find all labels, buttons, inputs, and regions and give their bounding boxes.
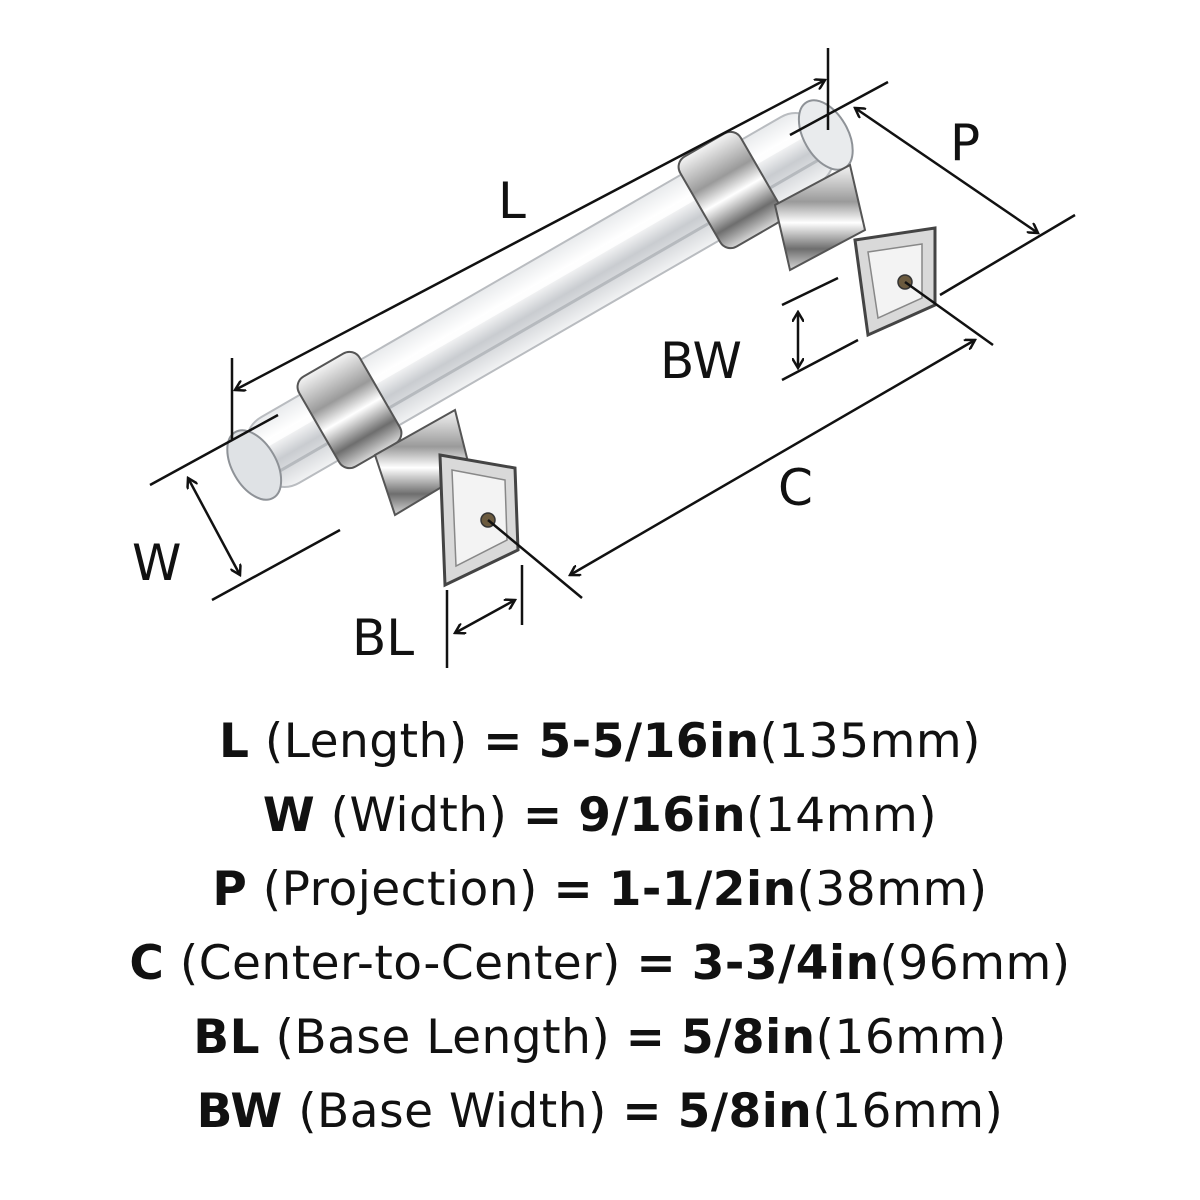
spec-equals: = bbox=[522, 788, 563, 843]
spec-name: (Projection) bbox=[262, 862, 538, 917]
spec-metric: (96mm) bbox=[879, 936, 1071, 991]
spec-metric: (14mm) bbox=[746, 788, 938, 843]
label-base-width: BW bbox=[660, 332, 742, 390]
spec-metric: (135mm) bbox=[759, 714, 981, 769]
spec-name: (Base Width) bbox=[298, 1084, 607, 1139]
spec-equals: = bbox=[483, 714, 524, 769]
spec-line-c: C (Center-to-Center) = 3-3/4in(96mm) bbox=[0, 927, 1200, 1001]
spec-name: (Base Length) bbox=[275, 1010, 611, 1065]
spec-line-bw: BW (Base Width) = 5/8in(16mm) bbox=[0, 1075, 1200, 1149]
spec-metric: (16mm) bbox=[812, 1084, 1004, 1139]
cabinet-handle-drawing bbox=[226, 99, 937, 588]
spec-equals: = bbox=[636, 936, 677, 991]
spec-code: P bbox=[212, 862, 248, 917]
spec-name: (Width) bbox=[330, 788, 508, 843]
label-projection: P bbox=[950, 114, 980, 172]
width-dimension-line bbox=[188, 478, 240, 575]
spec-code: L bbox=[218, 714, 250, 769]
spec-equals: = bbox=[625, 1010, 666, 1065]
spec-line-w: W (Width) = 9/16in(14mm) bbox=[0, 779, 1200, 853]
spec-equals: = bbox=[622, 1084, 663, 1139]
spec-code: C bbox=[129, 936, 165, 991]
projection-dimension-line bbox=[855, 108, 1038, 233]
spec-name: (Center-to-Center) bbox=[179, 936, 621, 991]
dimension-spec-list: L (Length) = 5-5/16in(135mm)W (Width) = … bbox=[0, 705, 1200, 1149]
spec-metric: (38mm) bbox=[796, 862, 988, 917]
spec-metric: (16mm) bbox=[815, 1010, 1007, 1065]
spec-imperial: 5/8in bbox=[681, 1010, 816, 1065]
spec-line-p: P (Projection) = 1-1/2in(38mm) bbox=[0, 853, 1200, 927]
label-width: W bbox=[132, 534, 181, 592]
spec-imperial: 9/16in bbox=[578, 788, 747, 843]
spec-name: (Length) bbox=[264, 714, 468, 769]
spec-equals: = bbox=[553, 862, 594, 917]
spec-line-l: L (Length) = 5-5/16in(135mm) bbox=[0, 705, 1200, 779]
spec-code: BW bbox=[196, 1084, 283, 1139]
label-base-length: BL bbox=[352, 609, 414, 667]
spec-line-bl: BL (Base Length) = 5/8in(16mm) bbox=[0, 1001, 1200, 1075]
base-length-dimension-line bbox=[455, 600, 515, 633]
center-to-center-dimension-line bbox=[570, 340, 975, 575]
spec-imperial: 1-1/2in bbox=[608, 862, 797, 917]
dimension-lines bbox=[149, 48, 1076, 668]
spec-code: BL bbox=[193, 1010, 261, 1065]
label-center-to-center: C bbox=[778, 459, 813, 517]
spec-imperial: 5-5/16in bbox=[538, 714, 760, 769]
label-length: L bbox=[498, 172, 526, 230]
spec-imperial: 5/8in bbox=[677, 1084, 813, 1139]
spec-imperial: 3-3/4in bbox=[691, 936, 880, 991]
left-post bbox=[373, 408, 520, 588]
handle-dimension-diagram: L P BW C W BL bbox=[132, 48, 1076, 668]
spec-code: W bbox=[262, 788, 316, 843]
length-dimension-line bbox=[235, 80, 825, 390]
